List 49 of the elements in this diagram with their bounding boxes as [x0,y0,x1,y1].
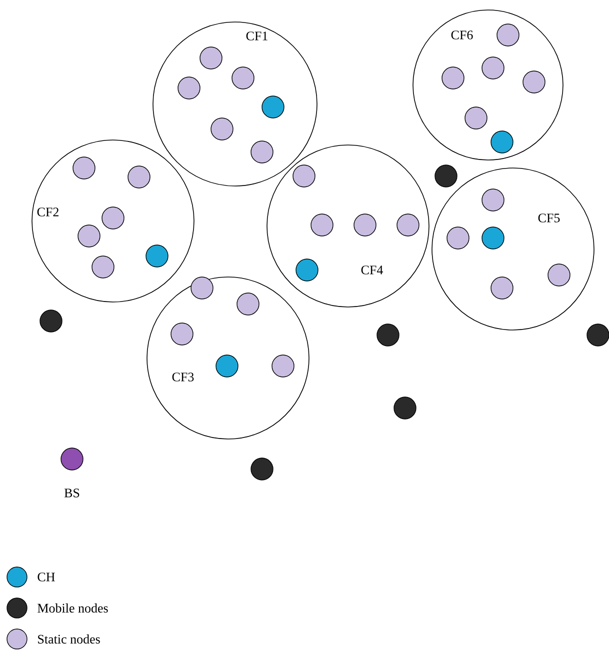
cluster-head-node [146,244,168,268]
static-node [482,56,504,80]
static-node [490,276,514,300]
cluster-label: CF3 [172,372,194,382]
static-node [190,276,214,300]
static-node [442,66,464,90]
static-node [236,292,260,316]
static-node [310,214,334,236]
legend-label: Static nodes [38,634,100,644]
static-node [72,156,96,180]
mobile-node [250,458,274,480]
static-node [200,46,222,70]
cluster-head-node [490,130,514,154]
cluster-label: CF5 [538,214,560,222]
static-node [250,140,274,164]
cluster-label: CF1 [246,32,268,40]
static-node [548,264,570,286]
static-node [446,226,470,250]
static-node [464,106,488,130]
static-node [78,224,100,248]
mobile-node [40,310,62,332]
cluster-head-node [296,258,318,282]
mobile-node [586,324,609,346]
legend-label: CH [38,572,55,582]
cluster-label: CF2 [37,208,58,216]
static-node [496,24,520,46]
static-node [292,164,316,188]
static-node [170,322,194,346]
static-node [102,206,124,230]
node-label: BS [64,488,80,498]
cluster-label: CF4 [361,266,383,274]
static-node [232,66,254,90]
cluster-head-node [482,226,504,250]
static-node [354,214,376,236]
static-node [482,188,504,212]
cluster-head-node [262,96,284,118]
static-node [210,118,234,140]
static-node [92,256,114,278]
static-node [178,76,200,100]
mobile-node [376,324,400,346]
legend-label: Mobile nodes [38,603,108,613]
static-node [128,166,150,188]
static-node [522,70,546,94]
mobile-node [434,164,458,188]
mobile-node [394,396,416,420]
static-node [396,214,420,236]
cluster-head-node [216,354,238,378]
static-node [272,354,294,378]
cluster-label: CF6 [451,30,473,40]
